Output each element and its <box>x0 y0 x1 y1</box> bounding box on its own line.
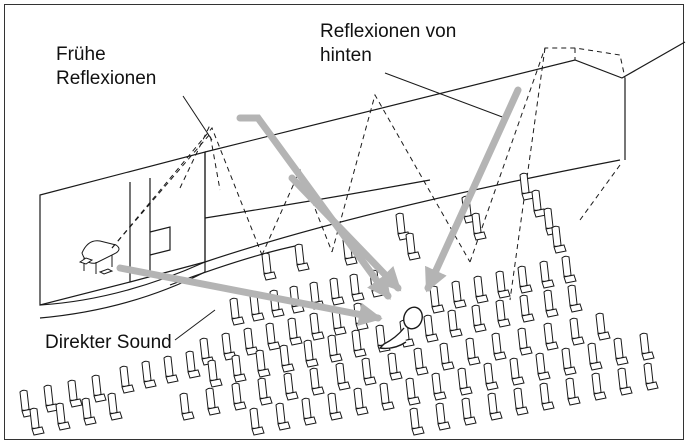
sound-arrows <box>116 86 522 327</box>
hall-structure <box>169 41 686 286</box>
listener-icon <box>378 306 423 350</box>
label-leader-lines <box>174 72 506 341</box>
piano-icon <box>78 240 120 275</box>
stage <box>39 151 206 319</box>
early-reflections-label: Frühe Reflexionen <box>56 44 157 89</box>
rear-reflections-label: Reflexionen von hinten <box>320 21 457 66</box>
direct-sound-label: Direkter Sound <box>45 332 172 353</box>
